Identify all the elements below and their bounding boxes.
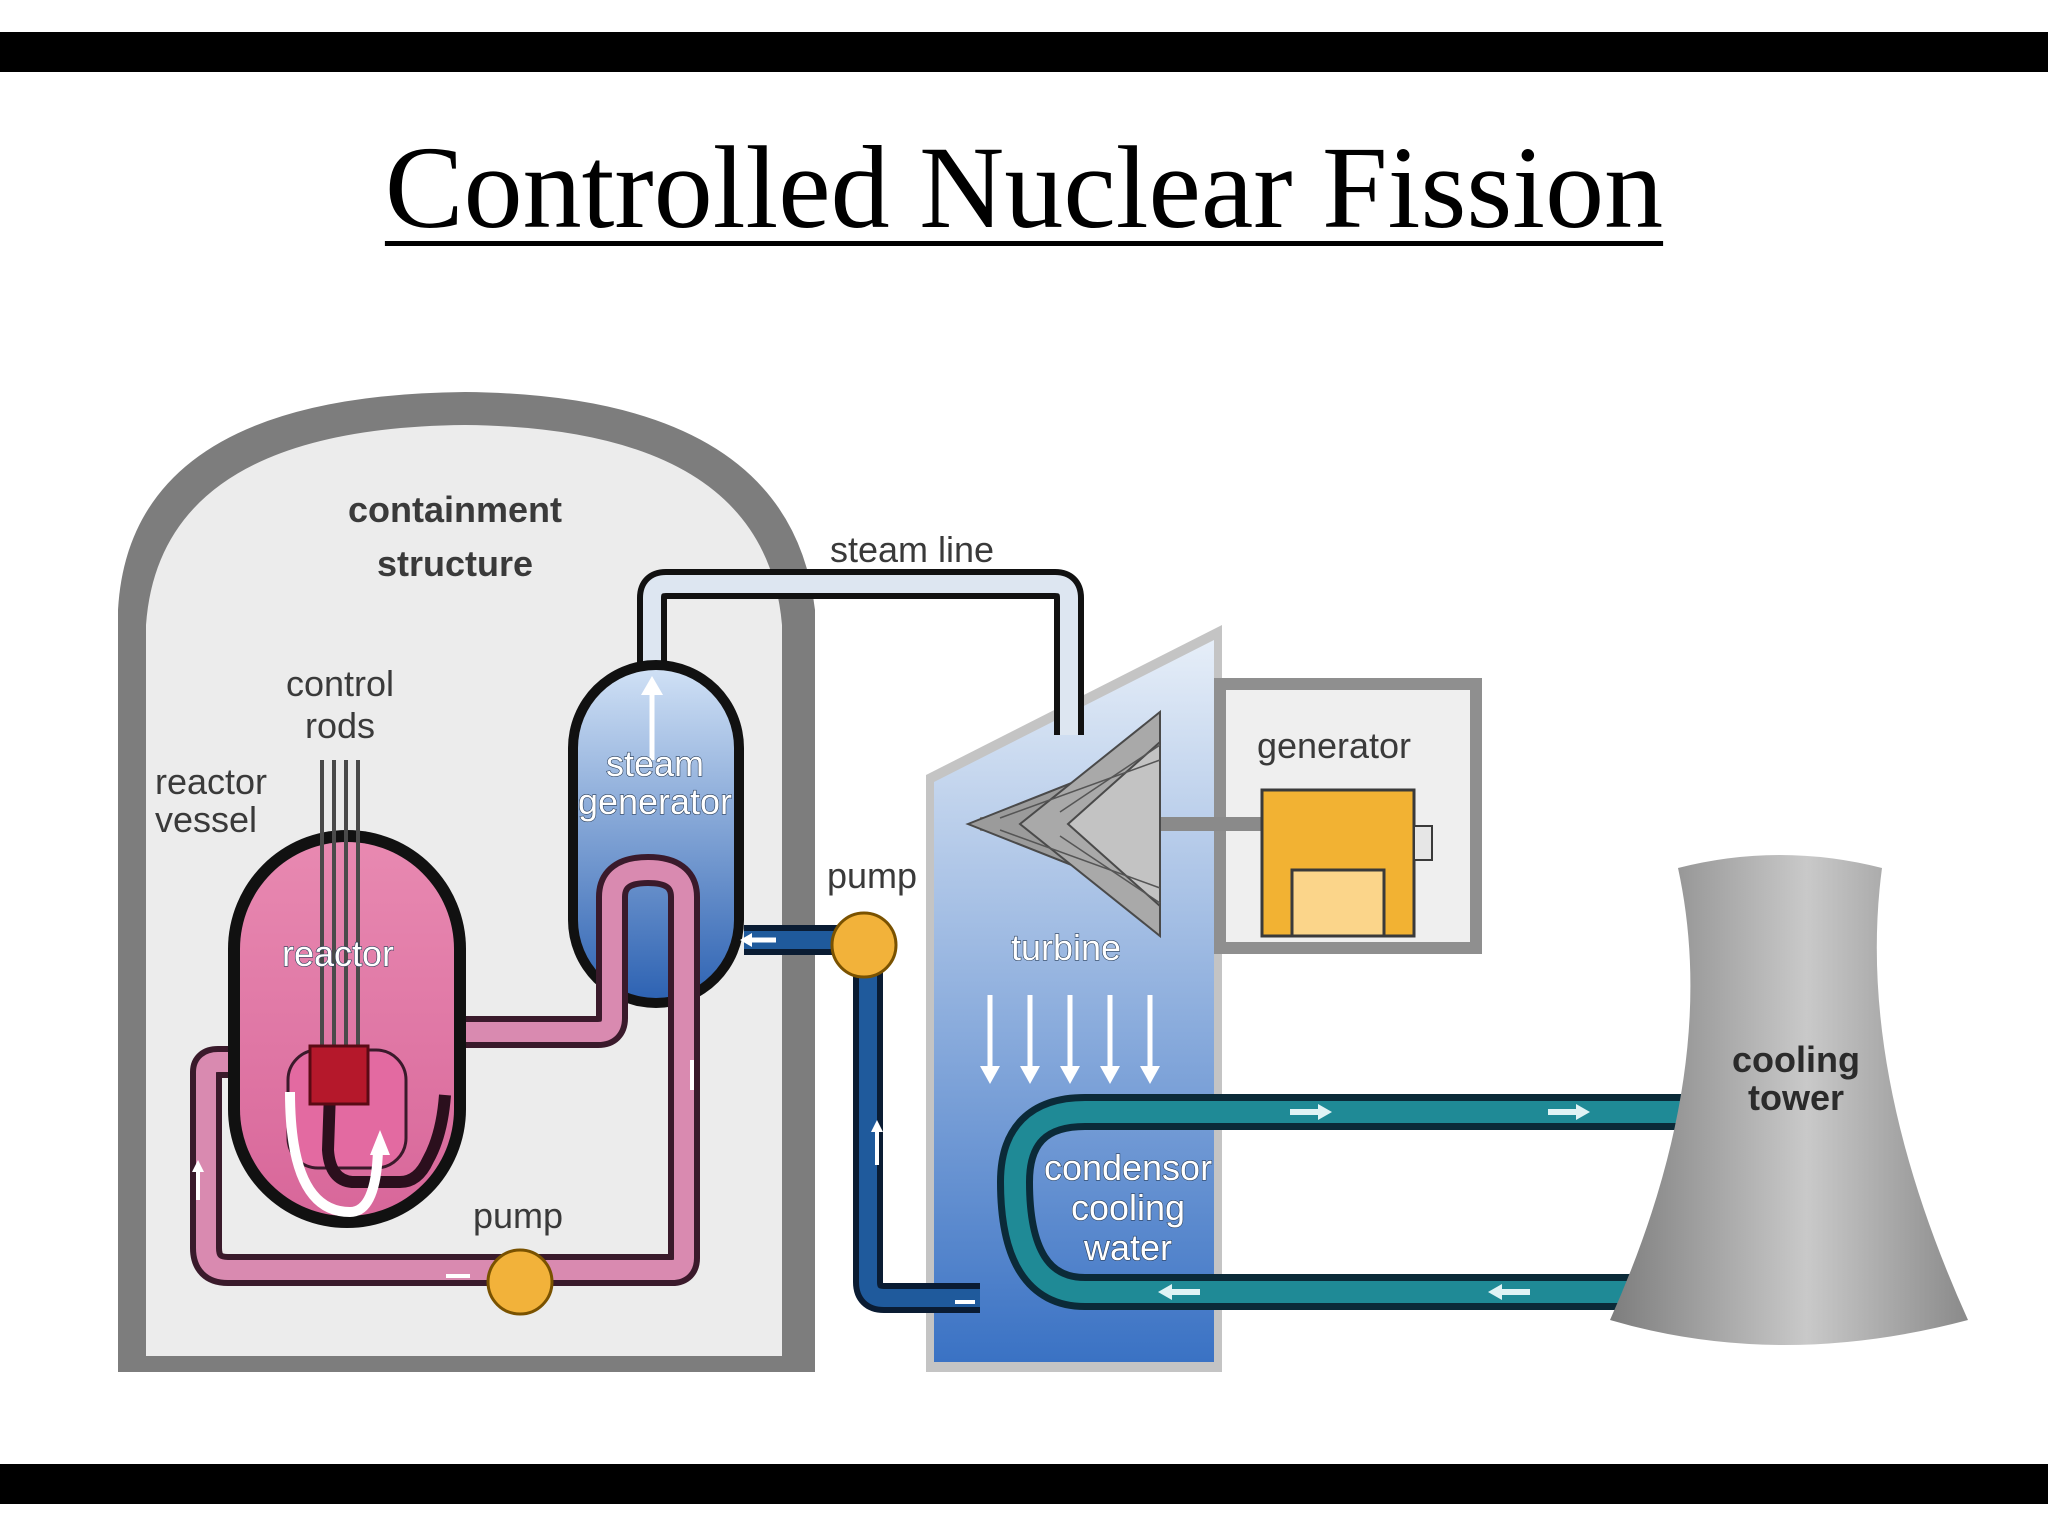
slide-title-text: Controlled Nuclear Fission (384, 122, 1664, 253)
control-rods (320, 760, 360, 1052)
label-pump-upper: pump (827, 855, 917, 896)
label-condensor-line2: cooling (1071, 1187, 1185, 1228)
label-cooling-tower-line1: cooling (1732, 1039, 1860, 1080)
label-steam-line: steam line (830, 529, 994, 570)
label-condensor-line1: condensor (1044, 1147, 1212, 1188)
label-steam-generator-line1: steam (606, 743, 704, 784)
bottom-border-bar (0, 1464, 2048, 1504)
feedwater-loop (740, 925, 980, 1313)
label-steam-generator-line2: generator (578, 781, 732, 822)
steam-line (637, 569, 1084, 735)
label-reactor-vessel-line1: reactor (155, 761, 267, 802)
label-reactor-vessel-line2: vessel (155, 799, 257, 840)
exhaust-arrows (980, 995, 1160, 1084)
slide-title: Controlled Nuclear Fission (0, 120, 2048, 256)
feedwater-pump (830, 911, 898, 979)
turbine-blades (965, 709, 1300, 939)
label-generator: generator (1257, 725, 1411, 766)
top-border-bar (0, 32, 2048, 72)
label-pump-lower: pump (473, 1195, 563, 1236)
cooling-tower (1610, 855, 1968, 1345)
label-cooling-tower-line2: tower (1748, 1077, 1844, 1118)
label-turbine: turbine (1011, 927, 1121, 968)
label-containment-line1: containment (348, 489, 562, 530)
label-containment-line2: structure (377, 543, 533, 584)
cooling-water-loop (996, 1094, 1690, 1310)
label-condensor-line3: water (1083, 1227, 1172, 1268)
reactor-core (308, 1044, 370, 1106)
label-reactor: reactor (282, 933, 394, 974)
label-control-rods-line2: rods (305, 705, 375, 746)
steam-generator (568, 660, 744, 1008)
turbine-housing (926, 625, 1222, 1372)
primary-pump (486, 1248, 554, 1316)
label-control-rods-line1: control (286, 663, 394, 704)
generator (1260, 788, 1433, 938)
